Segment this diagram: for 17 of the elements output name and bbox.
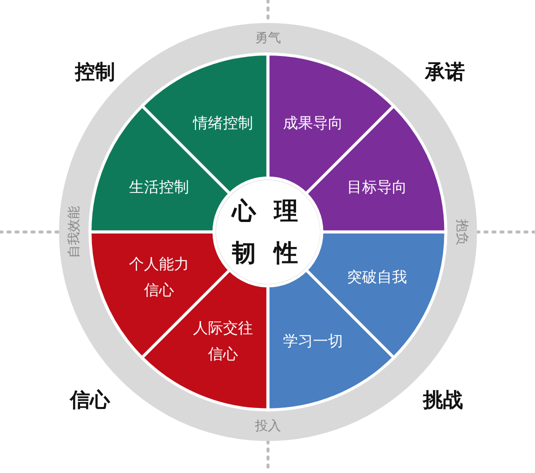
quadrant-title: 挑战 — [423, 386, 463, 414]
ring-label: 抱负 — [453, 219, 470, 245]
quadrant-title: 信心 — [70, 386, 110, 414]
sector-label: 成果导向 — [282, 112, 344, 134]
ring-label: 勇气 — [255, 30, 281, 47]
quadrant-title: 控制 — [75, 58, 115, 86]
ring-label: 自我效能 — [66, 206, 83, 258]
ring-label: 投入 — [255, 418, 281, 435]
sector-label: 学习一切 — [282, 331, 344, 352]
quadrant-title: 承诺 — [425, 58, 465, 86]
sector-label: 人际交往信心 — [192, 318, 254, 365]
sector-label: 生活控制 — [128, 176, 190, 198]
sector-label: 目标导向 — [346, 176, 408, 198]
sector-label: 突破自我 — [346, 267, 408, 288]
sector-label: 个人能力信心 — [128, 254, 190, 302]
center-title: 心理韧性 — [230, 196, 316, 269]
sector-label: 情绪控制 — [192, 112, 254, 134]
